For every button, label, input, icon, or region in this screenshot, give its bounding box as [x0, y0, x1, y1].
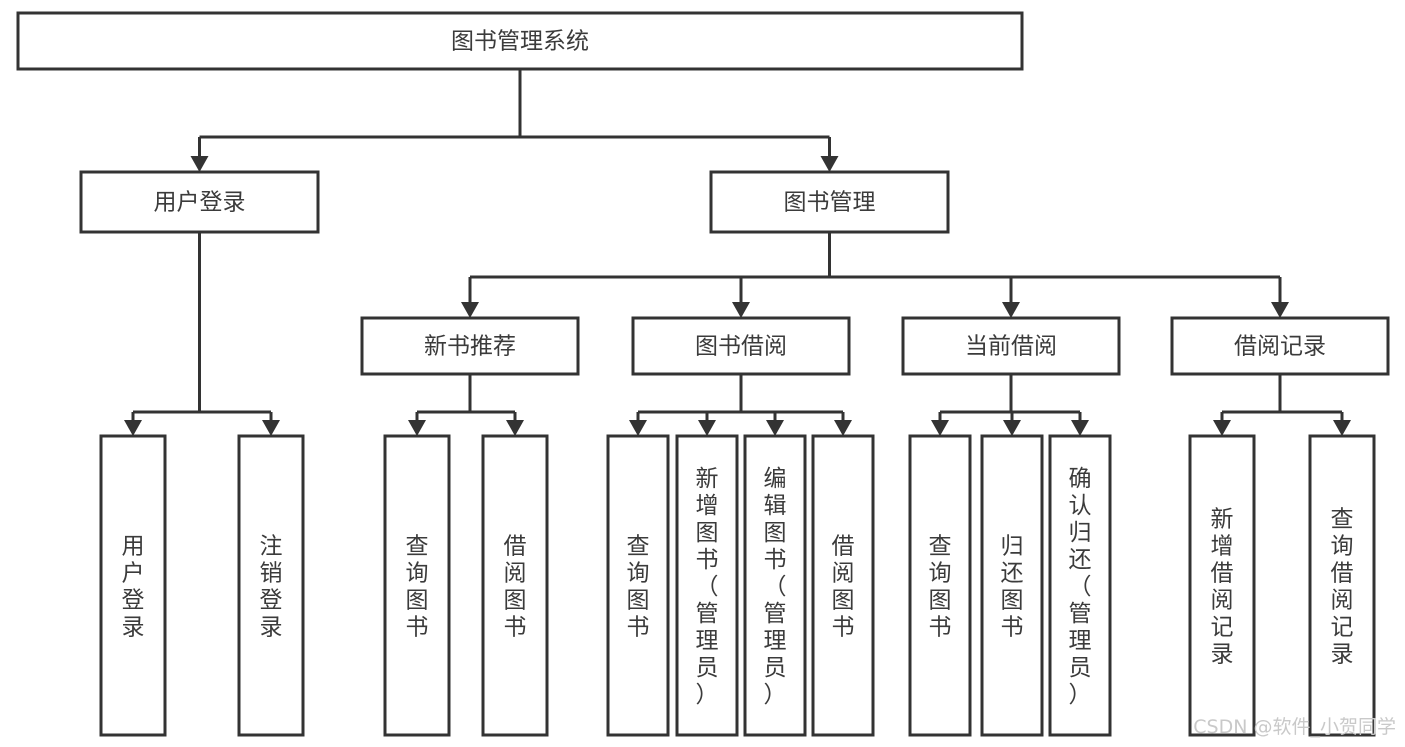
arrow-head-icon — [124, 420, 142, 436]
node-leaf-查询图书-8[interactable]: 查询图书 — [908, 434, 972, 737]
arrow-head-icon — [1003, 420, 1021, 436]
node-leaf-用户登录-0[interactable]: 用户登录 — [99, 434, 167, 737]
node-label: 新书推荐 — [424, 334, 516, 360]
node-label: 查询图书 — [627, 534, 650, 641]
node-box[interactable] — [709, 170, 950, 234]
arrow-head-icon — [1071, 420, 1089, 436]
arrow-head-icon — [834, 420, 852, 436]
arrow-head-icon — [629, 420, 647, 436]
node-leaf-借阅图书-7[interactable]: 借阅图书 — [811, 434, 875, 737]
node-leaf-注销登录-1[interactable]: 注销登录 — [237, 434, 305, 737]
arrow-head-icon — [1333, 420, 1351, 436]
node-label: 注销登录 — [260, 534, 283, 641]
arrow-head-icon — [1271, 302, 1289, 318]
node-l2-用户登录-0[interactable]: 用户登录 — [79, 170, 320, 234]
node-label: 编辑图书（管理员） — [764, 466, 787, 708]
node-label: 图书借阅 — [695, 334, 787, 360]
node-box[interactable] — [383, 434, 451, 737]
node-leaf-新增借阅记录-11[interactable]: 新增借阅记录 — [1188, 434, 1256, 737]
node-leaf-新增图书管理员-5[interactable]: 新增图书（管理员） — [675, 434, 739, 737]
node-box[interactable] — [606, 434, 670, 737]
arrow-head-icon — [820, 156, 839, 172]
node-leaf-编辑图书管理员-6[interactable]: 编辑图书（管理员） — [743, 434, 807, 737]
node-l3-图书借阅-1[interactable]: 图书借阅 — [631, 316, 851, 376]
arrow-head-icon — [931, 420, 949, 436]
node-box[interactable] — [1048, 434, 1112, 737]
node-box[interactable] — [1170, 316, 1390, 376]
arrow-head-icon — [190, 156, 209, 172]
node-root-图书管理系统-0[interactable]: 图书管理系统 — [16, 11, 1024, 71]
node-label: 当前借阅 — [965, 334, 1057, 360]
node-l3-当前借阅-2[interactable]: 当前借阅 — [901, 316, 1121, 376]
node-box[interactable] — [908, 434, 972, 737]
node-leaf-查询图书-2[interactable]: 查询图书 — [383, 434, 451, 737]
node-box[interactable] — [631, 316, 851, 376]
node-label: 归还图书 — [1001, 534, 1024, 641]
csdn-watermark: CSDN @软件_小贺同学 — [1193, 716, 1396, 738]
node-label: 借阅记录 — [1234, 334, 1326, 360]
node-box[interactable] — [1188, 434, 1256, 737]
node-label: 借阅图书 — [504, 534, 527, 641]
node-label: 查询图书 — [406, 534, 429, 641]
node-box[interactable] — [980, 434, 1044, 737]
node-box[interactable] — [743, 434, 807, 737]
node-label: 新增图书（管理员） — [696, 466, 719, 708]
arrow-head-icon — [461, 302, 479, 318]
node-l2-图书管理-1[interactable]: 图书管理 — [709, 170, 950, 234]
node-box[interactable] — [237, 434, 305, 737]
node-label: 查询图书 — [929, 534, 952, 641]
node-label: 借阅图书 — [832, 534, 855, 641]
arrow-head-icon — [262, 420, 280, 436]
node-leaf-查询借阅记录-12[interactable]: 查询借阅记录 — [1308, 434, 1376, 737]
arrow-head-icon — [1213, 420, 1231, 436]
node-label: 图书管理系统 — [451, 29, 589, 55]
node-box[interactable] — [1308, 434, 1376, 737]
node-box[interactable] — [675, 434, 739, 737]
arrow-head-icon — [1002, 302, 1020, 318]
node-l3-借阅记录-3[interactable]: 借阅记录 — [1170, 316, 1390, 376]
node-label: 查询借阅记录 — [1331, 507, 1354, 668]
arrow-head-icon — [698, 420, 716, 436]
node-leaf-归还图书-9[interactable]: 归还图书 — [980, 434, 1044, 737]
node-box[interactable] — [16, 11, 1024, 71]
node-leaf-查询图书-4[interactable]: 查询图书 — [606, 434, 670, 737]
node-label: 图书管理 — [784, 190, 876, 216]
node-box[interactable] — [79, 170, 320, 234]
node-box[interactable] — [360, 316, 580, 376]
arrow-head-icon — [766, 420, 784, 436]
node-label: 确认归还（管理员） — [1069, 466, 1092, 708]
node-box[interactable] — [481, 434, 549, 737]
connector-layer — [124, 69, 1351, 436]
node-l3-新书推荐-0[interactable]: 新书推荐 — [360, 316, 580, 376]
node-label: 新增借阅记录 — [1211, 507, 1234, 668]
arrow-head-icon — [506, 420, 524, 436]
node-label: 用户登录 — [154, 190, 246, 216]
node-box[interactable] — [901, 316, 1121, 376]
node-leaf-借阅图书-3[interactable]: 借阅图书 — [481, 434, 549, 737]
node-label: 用户登录 — [122, 534, 145, 641]
node-leaf-确认归还管理员-10[interactable]: 确认归还（管理员） — [1048, 434, 1112, 737]
node-layer: 图书管理系统用户登录图书管理新书推荐图书借阅当前借阅借阅记录用户登录注销登录查询… — [16, 11, 1390, 737]
arrow-head-icon — [408, 420, 426, 436]
node-box[interactable] — [811, 434, 875, 737]
arrow-head-icon — [732, 302, 750, 318]
node-box[interactable] — [99, 434, 167, 737]
